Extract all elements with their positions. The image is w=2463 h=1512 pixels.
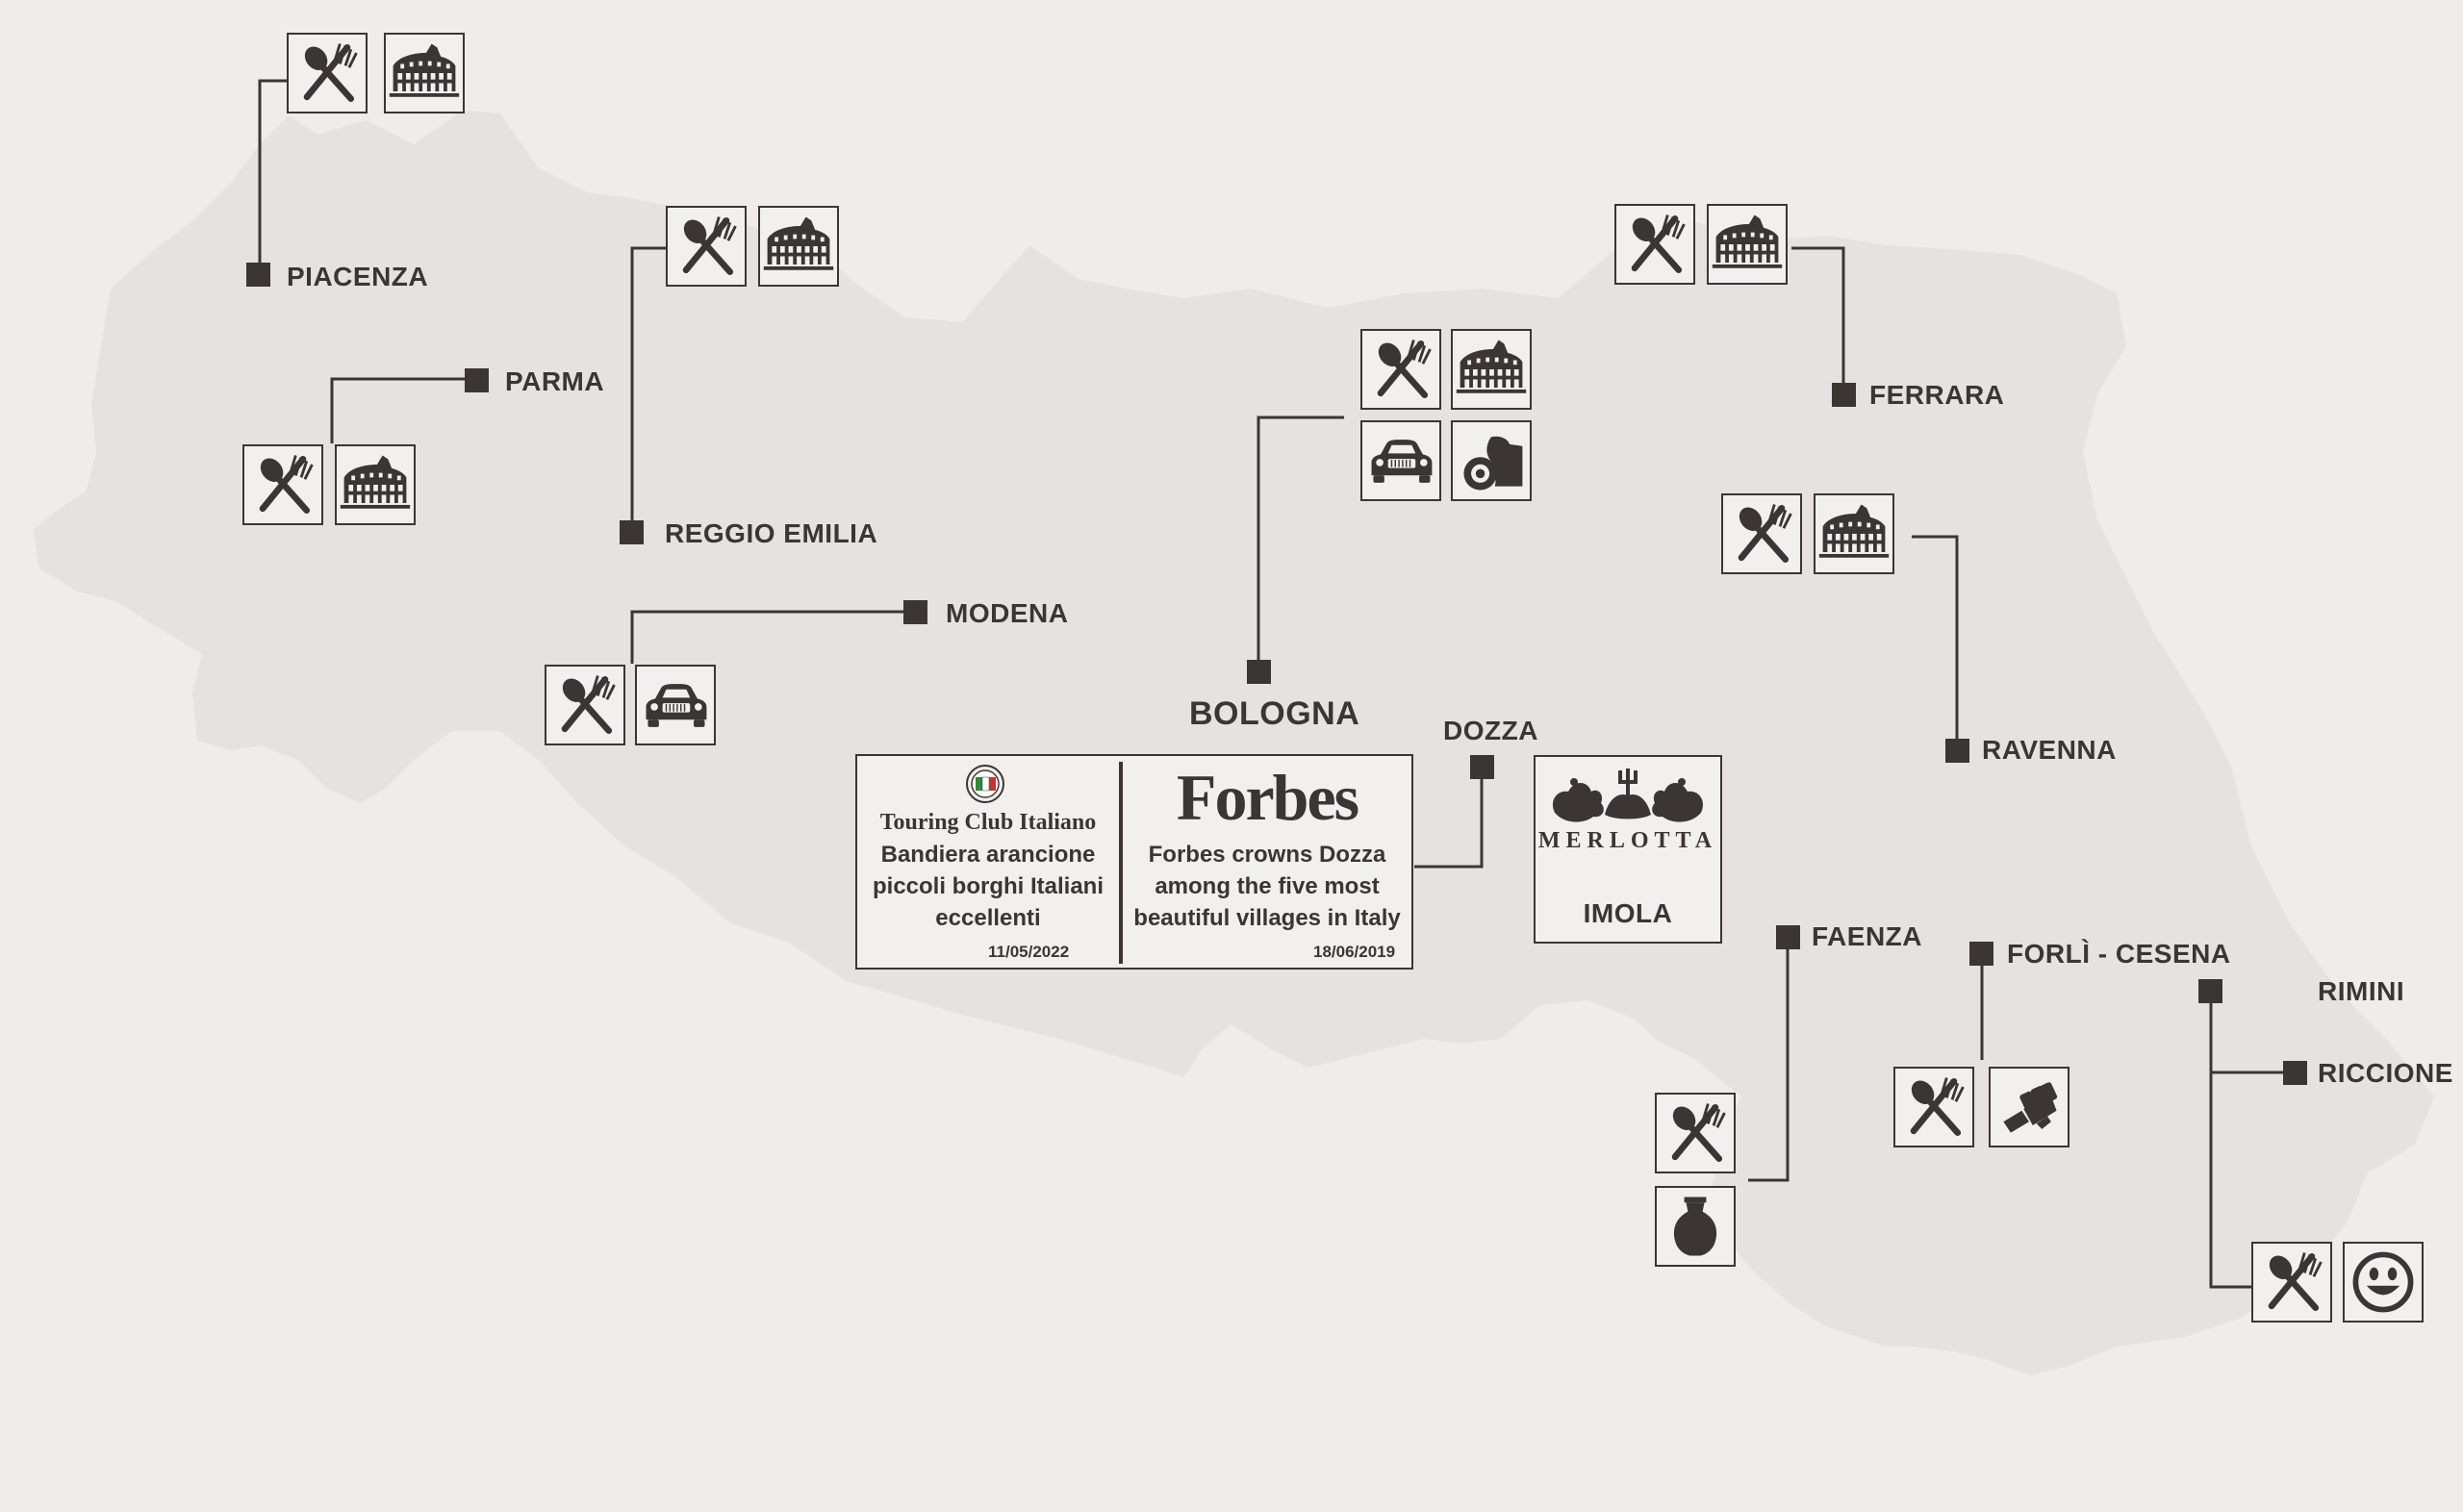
city-label-imola[interactable]: IMOLA [1583, 898, 1673, 928]
marker-rimini [2198, 979, 2222, 1003]
colosseum-icon [1456, 340, 1527, 393]
food-icon [1738, 504, 1792, 563]
food-icon [259, 455, 314, 514]
connector-lines [258, 79, 2296, 1289]
marker-faenza [1776, 925, 1800, 949]
touring-club-date: 11/05/2022 [988, 943, 1070, 961]
forli-cesena-food-icon[interactable] [1893, 1067, 1974, 1147]
connector-modena [630, 610, 914, 664]
city-label-dozza[interactable]: DOZZA [1443, 716, 1538, 745]
food-icon [682, 216, 737, 275]
forbes-logo: Forbes [1176, 761, 1359, 834]
connector-parma [330, 377, 476, 443]
colosseum-icon [389, 43, 460, 97]
rimini-food-icon[interactable] [2251, 1242, 2332, 1323]
piacenza-food-icon[interactable] [287, 33, 368, 113]
bologna-food-icon[interactable] [1360, 329, 1441, 410]
connector-ravenna [1912, 535, 1959, 750]
modena-food-icon[interactable] [545, 665, 625, 745]
marker-dozza [1470, 755, 1494, 779]
smiley-icon [2352, 1251, 2414, 1313]
marker-modena [903, 600, 927, 624]
city-label-parma[interactable]: PARMA [505, 366, 605, 396]
forbes-award: Forbes Forbes crowns Dozza among the fiv… [1123, 756, 1411, 968]
car-icon [646, 684, 707, 727]
connector-bologna [1257, 416, 1344, 671]
connector-piacenza [258, 79, 287, 274]
faenza-food-icon[interactable] [1655, 1093, 1736, 1173]
faenza-vase-icon[interactable] [1655, 1186, 1736, 1267]
touring-club-award: Touring Club Italiano Bandiera arancione… [857, 756, 1119, 968]
forbes-description: Forbes crowns Dozza among the five most … [1133, 842, 1401, 931]
parma-colosseum-icon[interactable] [335, 444, 416, 525]
colosseum-icon [763, 216, 834, 270]
merlotta-logo-icon [1552, 769, 1704, 822]
touring-club-description: Bandiera arancione piccoli borghi Italia… [872, 842, 1105, 931]
reggio-emilia-colosseum-icon[interactable] [758, 206, 839, 287]
modena-car-icon[interactable] [635, 665, 716, 745]
food-icon [303, 43, 358, 102]
rimini-smiley-icon[interactable] [2343, 1242, 2424, 1323]
bologna-colosseum-icon[interactable] [1451, 329, 1532, 410]
marker-riccione [2283, 1061, 2307, 1085]
region-shape [34, 111, 2434, 1375]
marker-parma [465, 368, 489, 392]
fist-icon [2003, 1082, 2058, 1133]
food-icon [1377, 340, 1432, 398]
city-label-riccione[interactable]: RICCIONE [2318, 1058, 2453, 1088]
vase-icon [1673, 1197, 1717, 1256]
ferrara-colosseum-icon[interactable] [1707, 204, 1788, 285]
marker-reggio-emilia [620, 520, 644, 544]
city-label-faenza[interactable]: FAENZA [1812, 921, 1922, 951]
city-label-reggio-emilia[interactable]: REGGIO EMILIA [665, 518, 878, 548]
city-markers [246, 263, 2307, 1085]
city-label-ferrara[interactable]: FERRARA [1869, 380, 2005, 410]
merlotta-box[interactable]: MERLOTTA IMOLA [1534, 755, 1722, 944]
touring-club-badge-icon [966, 765, 1004, 803]
city-label-ravenna[interactable]: RAVENNA [1982, 735, 2117, 765]
city-label-rimini[interactable]: RIMINI [2318, 976, 2405, 1006]
forbes-date: 18/06/2019 [1313, 943, 1396, 961]
touring-club-name: Touring Club Italiano [879, 810, 1097, 835]
food-icon [1910, 1077, 1965, 1136]
marker-ferrara [1832, 383, 1856, 407]
city-label-bologna[interactable]: BOLOGNA [1189, 695, 1360, 732]
food-icon [1671, 1103, 1726, 1162]
reggio-emilia-food-icon[interactable] [666, 206, 747, 287]
connector-faenza [1748, 937, 1790, 1182]
colosseum-icon [340, 455, 411, 509]
city-label-forli-cesena[interactable]: FORLÌ - CESENA [2007, 939, 2231, 969]
marker-forli-cesena [1969, 942, 1993, 966]
connector-reggio-emilia [630, 246, 666, 532]
ravenna-food-icon[interactable] [1721, 493, 1802, 574]
car-icon [1371, 440, 1433, 483]
awards-panel: Touring Club Italiano Bandiera arancione… [855, 754, 1413, 970]
parma-food-icon[interactable] [242, 444, 323, 525]
piacenza-colosseum-icon[interactable] [384, 33, 465, 113]
bologna-car-icon[interactable] [1360, 420, 1441, 501]
city-label-piacenza[interactable]: PIACENZA [287, 262, 429, 291]
food-icon [561, 675, 616, 734]
marker-ravenna [1945, 739, 1969, 763]
connector-dozza [1414, 767, 1484, 869]
bologna-motorbike-icon[interactable] [1451, 420, 1532, 501]
ferrara-food-icon[interactable] [1614, 204, 1695, 285]
merlotta-name: MERLOTTA [1537, 828, 1718, 853]
marker-bologna [1247, 660, 1271, 684]
motorbike-icon [1463, 436, 1523, 491]
food-icon [1631, 214, 1686, 273]
food-icon [2268, 1252, 2323, 1311]
ravenna-colosseum-icon[interactable] [1814, 493, 1894, 574]
panel-divider [1119, 762, 1123, 964]
forli-cesena-fist-icon[interactable] [1989, 1067, 2069, 1147]
city-label-modena[interactable]: MODENA [946, 598, 1069, 628]
connector-ferrara [1791, 246, 1845, 394]
marker-piacenza [246, 263, 270, 287]
connector-rimini [2209, 991, 2251, 1289]
colosseum-icon [1712, 214, 1783, 268]
colosseum-icon [1818, 504, 1890, 558]
